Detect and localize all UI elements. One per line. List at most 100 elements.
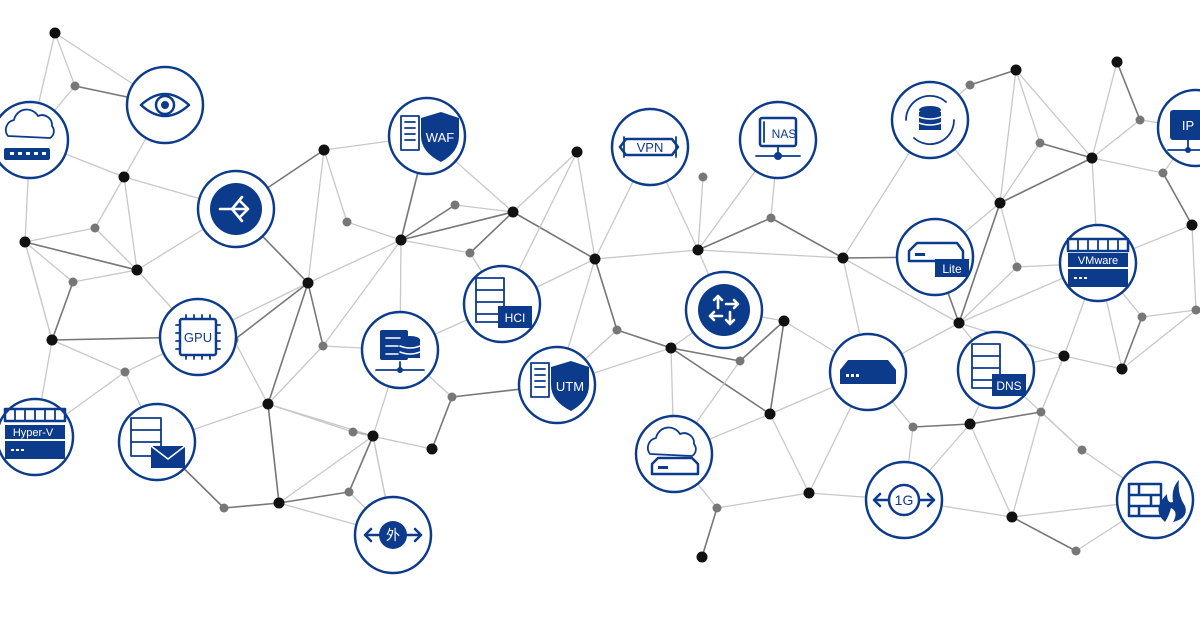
network-edge xyxy=(999,69,1017,204)
network-node-dark xyxy=(19,236,31,248)
network-edge xyxy=(1116,61,1141,121)
network-node-gray xyxy=(1158,168,1168,178)
network-node-dark xyxy=(131,264,143,276)
database-network-icon xyxy=(360,310,440,390)
network-edge xyxy=(769,320,785,415)
network-edge xyxy=(616,329,672,349)
network-nodes xyxy=(19,27,1200,563)
network-edge xyxy=(454,204,514,213)
nas-badge: NAS xyxy=(738,100,818,180)
network-node-dark xyxy=(1116,363,1128,375)
waf-badge: WAF xyxy=(387,96,467,176)
network-node-dark xyxy=(395,234,407,246)
network-node-gray xyxy=(342,217,352,227)
dns-label: DNS xyxy=(996,379,1021,393)
eye-icon xyxy=(125,65,205,145)
network-node-dark xyxy=(302,277,314,289)
network-edge xyxy=(576,151,596,260)
network-edge xyxy=(1015,69,1041,144)
network-edge xyxy=(912,423,971,428)
hci-badge: HCI xyxy=(462,264,542,344)
network-node-gray xyxy=(318,341,328,351)
network-edge xyxy=(1121,316,1143,370)
utm-badge: UTM xyxy=(517,345,597,425)
network-node-gray xyxy=(965,80,975,90)
nas-label: NAS xyxy=(772,127,797,141)
network-edge xyxy=(1011,516,1077,552)
network-edge xyxy=(307,282,324,347)
network-node-gray xyxy=(1036,407,1046,417)
network-edge xyxy=(969,411,1042,425)
network-edge xyxy=(24,241,138,271)
network-node-gray xyxy=(348,427,358,437)
network-node-gray xyxy=(90,223,100,233)
network-node-dark xyxy=(803,487,815,499)
network-edge xyxy=(999,202,1018,268)
network-edge xyxy=(842,257,960,324)
network-edge xyxy=(769,413,810,494)
network-node-dark xyxy=(426,443,438,455)
network-edge xyxy=(999,142,1041,204)
vpn-badge: VPN xyxy=(610,107,690,187)
network-edge xyxy=(267,282,309,405)
network-edge xyxy=(697,249,844,259)
network-edge xyxy=(1040,355,1065,413)
gpu-badge: GPU xyxy=(158,297,238,377)
network-edge xyxy=(739,320,785,362)
network-node-gray xyxy=(1137,312,1147,322)
hyperv-badge: Hyper-V xyxy=(0,397,75,477)
network-edge xyxy=(697,217,772,251)
network-node-gray xyxy=(1071,546,1081,556)
network-edge xyxy=(670,347,741,362)
network-edge xyxy=(512,211,596,260)
network-edge xyxy=(400,204,456,241)
network-edge xyxy=(223,502,280,509)
external-line-label: 外 xyxy=(386,527,400,543)
appliance-icon xyxy=(828,332,908,412)
network-node-dark xyxy=(118,171,130,183)
hci-label: HCI xyxy=(505,311,526,325)
network-node-gray xyxy=(68,277,78,287)
ip-label: IP xyxy=(1182,118,1194,133)
network-node-gray xyxy=(120,367,130,377)
network-node-dark xyxy=(367,430,379,442)
network-node-dark xyxy=(1111,56,1123,68)
network-edge xyxy=(24,241,53,341)
network-node-dark xyxy=(764,408,776,420)
network-edge xyxy=(24,241,74,283)
network-edge xyxy=(51,339,126,373)
network-edge xyxy=(701,507,718,558)
network-node-gray xyxy=(908,422,918,432)
network-node-gray xyxy=(1077,445,1087,455)
network-edge xyxy=(670,347,771,415)
network-edge xyxy=(969,69,1017,86)
network-edge xyxy=(1039,142,1093,159)
network-edge xyxy=(267,345,324,405)
network-edge xyxy=(1011,411,1042,518)
backup-database-icon xyxy=(890,80,970,160)
network-edge xyxy=(400,239,471,254)
network-edge xyxy=(322,239,402,347)
firewall-icon xyxy=(1115,460,1195,540)
network-node-gray xyxy=(735,356,745,366)
network-node-gray xyxy=(712,503,722,513)
network-edge xyxy=(352,431,433,450)
network-node-gray xyxy=(450,200,460,210)
gpu-label: GPU xyxy=(184,330,212,345)
network-node-dark xyxy=(692,244,704,256)
cloud-switch-icon xyxy=(0,100,70,180)
network-edge xyxy=(1091,157,1164,174)
network-edge xyxy=(999,157,1093,204)
network-node-dark xyxy=(837,252,849,264)
utm-label: UTM xyxy=(556,379,584,394)
network-edge xyxy=(307,149,325,284)
network-edge xyxy=(278,491,350,504)
network-node-gray xyxy=(612,325,622,335)
vmware-label: VMware xyxy=(1078,255,1118,267)
network-node-dark xyxy=(665,342,677,354)
network-node-dark xyxy=(262,398,274,410)
network-edge xyxy=(716,492,810,509)
network-edge xyxy=(72,269,138,283)
